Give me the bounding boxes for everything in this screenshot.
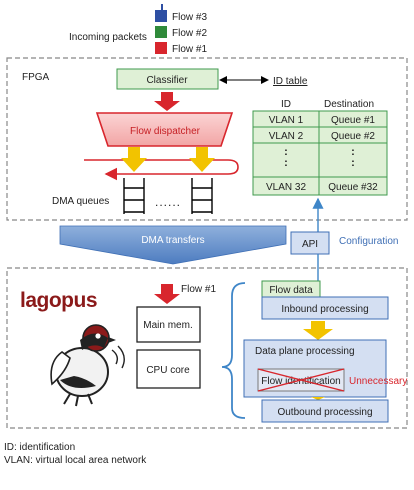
- dispatch-yellow-arrow-right: [189, 147, 215, 172]
- flow-3-label: Flow #3: [172, 12, 207, 23]
- dma-queue-32: [191, 178, 213, 214]
- lagopus-bird-logo: [50, 324, 125, 407]
- id-table: ID Destination VLAN 1 Queue #1 VLAN 2 Qu…: [252, 99, 388, 196]
- packet-flow-1: Flow #1: [155, 42, 207, 55]
- table-row-32-id: VLAN 32: [266, 182, 306, 193]
- id-table-header-id: ID: [281, 99, 291, 110]
- outbound-processing-label: Outbound processing: [277, 407, 372, 418]
- incoming-packets-caption: Incoming packets: [69, 32, 147, 43]
- table-row-2-dest: Queue #2: [331, 131, 375, 142]
- main-mem-label: Main mem.: [143, 320, 192, 331]
- fpga-box: [6, 57, 408, 221]
- api-label: API: [302, 239, 318, 250]
- classifier-label: Classifier: [146, 75, 188, 86]
- table-row-ellipsis-id-2: :: [284, 157, 288, 169]
- classifier-to-dispatcher-arrow: [154, 92, 180, 111]
- flow-1-packet-icon: [155, 42, 167, 54]
- lagopus-logo-text: lagopus: [20, 289, 97, 312]
- table-row-1-dest: Queue #1: [331, 115, 375, 126]
- flow-2-label: Flow #2: [172, 28, 207, 39]
- flow-data-label: Flow data: [269, 285, 313, 296]
- unnecessary-label: Unnecessary: [349, 376, 407, 387]
- table-row-ellipsis-dest: :: [351, 146, 355, 158]
- cpu-pipeline-bracket: [221, 282, 246, 419]
- configuration-label: Configuration: [339, 236, 398, 247]
- flow-1-label: Flow #1: [172, 44, 207, 55]
- table-row-ellipsis-dest-2: :: [351, 157, 355, 169]
- dispatch-yellow-arrow-left: [121, 147, 147, 172]
- dma-queue-1: [123, 178, 145, 214]
- cross-out-line-2: [257, 368, 345, 392]
- id-table-label: ID table: [273, 76, 308, 87]
- table-row-32-dest: Queue #32: [328, 182, 378, 193]
- table-row-1-id: VLAN 1: [269, 115, 304, 126]
- flow-identification-label: Flow identification: [261, 376, 340, 387]
- legend-vlan: VLAN: virtual local area network: [4, 455, 147, 466]
- dma-queues-dots: ......: [155, 195, 181, 209]
- api-box: [290, 231, 330, 255]
- host-flow1-label: Flow #1: [181, 284, 216, 295]
- dma-transfers-label: DMA transfers: [141, 235, 204, 246]
- dma-queues-label: DMA queues: [52, 196, 109, 207]
- packet-flow-2: Flow #2: [155, 26, 207, 39]
- packet-flow-3: Flow #3: [155, 4, 207, 23]
- main-mem-box: [136, 306, 201, 343]
- table-row-ellipsis-id: :: [284, 146, 288, 158]
- legend-id: ID: identification: [4, 442, 75, 453]
- fpga-label: FPGA: [22, 72, 50, 83]
- flow-3-packet-icon: [155, 10, 167, 22]
- id-table-header-destination: Destination: [324, 99, 374, 110]
- data-plane-processing-label: Data plane processing: [255, 346, 355, 357]
- flow-dispatcher-label: Flow dispatcher: [130, 126, 201, 137]
- dispatch-loop-arrow: [84, 159, 239, 181]
- outbound-processing-rect: [261, 399, 389, 423]
- inbound-processing-label: Inbound processing: [281, 304, 368, 315]
- flow-dispatcher-box: [95, 112, 234, 147]
- cpu-core-box: [136, 349, 201, 389]
- classifier-box: [116, 68, 219, 90]
- flow-2-packet-icon: [155, 26, 167, 38]
- flow1-packet-arrow: [154, 284, 180, 304]
- dma-transfers-arrow: [59, 225, 287, 265]
- inbound-to-dataplane-arrow: [303, 321, 333, 340]
- cpu-core-label: CPU core: [146, 365, 190, 376]
- host-box: [6, 267, 408, 429]
- dataplane-to-outbound-arrow: [311, 397, 325, 400]
- table-row-2-id: VLAN 2: [269, 131, 304, 142]
- inbound-processing-box: [261, 296, 389, 320]
